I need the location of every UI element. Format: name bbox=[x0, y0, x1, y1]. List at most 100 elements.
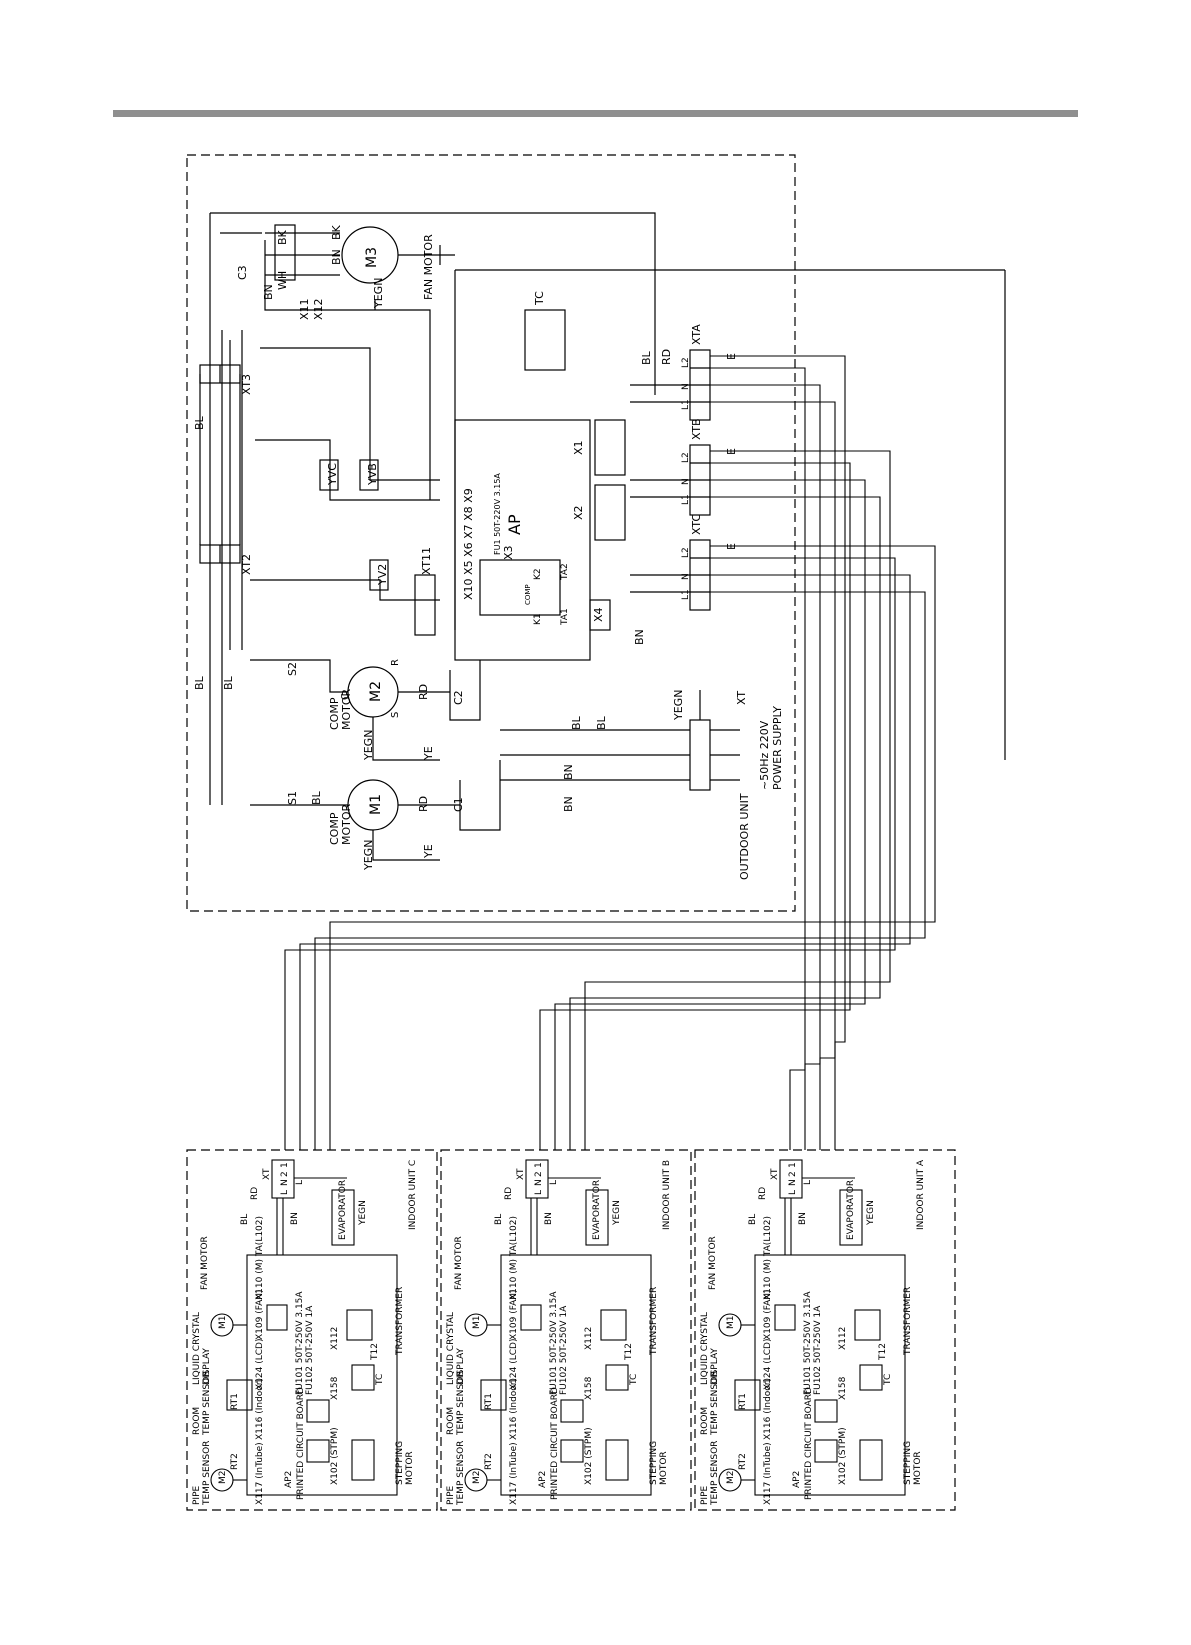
interconnect-wire bbox=[554, 479, 866, 1150]
stepping-label: STEPPING bbox=[903, 1441, 913, 1485]
indoor-terminal-label: 2 bbox=[534, 1171, 544, 1177]
x11-label: X11 bbox=[298, 298, 311, 320]
x2-connector bbox=[594, 484, 626, 541]
lcd-display bbox=[480, 1379, 507, 1411]
outdoor-unit-label: OUTDOOR UNIT bbox=[738, 793, 751, 880]
temp-sensor-label: TEMP SENSOR bbox=[202, 1441, 212, 1506]
transformer bbox=[854, 1309, 881, 1341]
x112-label: X112 bbox=[330, 1327, 340, 1350]
comp-relay-label: COMP bbox=[524, 584, 532, 605]
xt11-label: XT11 bbox=[420, 547, 433, 575]
pcb-board bbox=[246, 1254, 398, 1496]
wire-ye-label: YE bbox=[422, 844, 435, 859]
fan-motor-label: FAN MOTOR bbox=[454, 1236, 464, 1290]
fuse-label: FU1 50T-220V 3.15A bbox=[493, 473, 502, 555]
k1-label: K1 bbox=[533, 613, 543, 625]
lcd-label: LIQUID CRYSTAL bbox=[192, 1312, 202, 1385]
indoor-terminal-label: 2 bbox=[280, 1171, 290, 1177]
x116-connector bbox=[814, 1439, 838, 1463]
wire-bl-label: BL bbox=[748, 1214, 758, 1225]
x110-connector bbox=[266, 1304, 288, 1331]
yv2-valve bbox=[369, 559, 389, 591]
ta1-label: TA1 bbox=[560, 608, 570, 626]
indoor-terminal-label: 1 bbox=[788, 1162, 798, 1168]
wire-bn-label: BN bbox=[798, 1212, 808, 1225]
fuse-label: FU102 50T-250V 1A bbox=[305, 1305, 315, 1395]
pcb-label: PRINTED CIRCUIT BOARD bbox=[296, 1387, 306, 1500]
wire-l-label: L bbox=[295, 1180, 305, 1185]
indoor-terminal-label: N bbox=[788, 1179, 798, 1186]
transformer-label: TRANSFORMER bbox=[395, 1287, 405, 1356]
ap-label: AP bbox=[505, 514, 524, 535]
wire-rd-label: RD bbox=[417, 684, 430, 700]
indoor-unit-label: INDOOR UNIT C bbox=[408, 1160, 418, 1230]
interconnect-wire bbox=[284, 557, 896, 1150]
wire-yegn-label: YEGN bbox=[866, 1200, 876, 1226]
indoor-terminal-label: L bbox=[534, 1190, 544, 1195]
x1-connector bbox=[594, 419, 626, 476]
interconnect-wire bbox=[569, 496, 881, 1150]
indoor-terminal-label: L bbox=[280, 1190, 290, 1195]
x116-label: X116 (Indoor) bbox=[255, 1378, 265, 1440]
indoor-terminal-label: 2 bbox=[788, 1171, 798, 1177]
motor-label-2: MOTOR bbox=[340, 688, 353, 730]
wire-bl-label: BL bbox=[240, 1214, 250, 1225]
motor-label: MOTOR bbox=[913, 1451, 923, 1485]
transformer-label: TRANSFORMER bbox=[903, 1287, 913, 1356]
x3-label: X3 bbox=[502, 545, 515, 560]
ap2-label: AP2 bbox=[284, 1471, 294, 1488]
xtb-pin-l2: L2 bbox=[681, 452, 691, 463]
indoor-terminal-label: N bbox=[534, 1179, 544, 1186]
fuse-label: FU102 50T-250V 1A bbox=[813, 1305, 823, 1395]
x116-connector bbox=[560, 1439, 584, 1463]
wire-bn-label: BN bbox=[562, 764, 575, 780]
interconnect-wire bbox=[299, 574, 911, 1150]
indoor-m1-label: M1 bbox=[472, 1316, 482, 1330]
pcb-board bbox=[754, 1254, 906, 1496]
wire-yegn-label: YEGN bbox=[358, 1200, 368, 1226]
indoor-m2-label: M2 bbox=[472, 1471, 482, 1485]
xta-pin-l1: L1 bbox=[681, 399, 691, 410]
motor-label: MOTOR bbox=[405, 1451, 415, 1485]
interconnect-wire bbox=[584, 450, 891, 1150]
indoor-m2-label: M2 bbox=[218, 1471, 228, 1485]
x117-label: X117 (InTube) bbox=[763, 1442, 773, 1505]
wire-yegn-label: YEGN bbox=[362, 730, 375, 761]
x109-label: X109 (FAN) bbox=[509, 1290, 519, 1340]
fuse-label: FU101 50T-250V 3.15A bbox=[295, 1291, 305, 1395]
indoor-terminal-label: L bbox=[788, 1190, 798, 1195]
wire-bl-label: BL bbox=[310, 790, 323, 805]
interconnect-wire bbox=[539, 462, 851, 1150]
xt2-label: XT2 bbox=[240, 554, 253, 575]
wire-bl-label: BL bbox=[570, 715, 583, 730]
tc-label: TC bbox=[375, 1374, 385, 1386]
earth-xtb: E bbox=[725, 448, 738, 455]
k2-label: K2 bbox=[533, 568, 543, 580]
yvb-valve bbox=[359, 459, 379, 491]
ta2-label: TA2 bbox=[560, 563, 570, 581]
temp-sensor-label: TEMP SENSOR bbox=[710, 1441, 720, 1506]
fan-motor-label: FAN MOTOR bbox=[708, 1236, 718, 1290]
outdoor-unit-border bbox=[186, 154, 796, 912]
fan-motor-label: FAN MOTOR bbox=[200, 1236, 210, 1290]
wire-bn-label: BN bbox=[562, 796, 575, 812]
x102-label: X102 (STPM) bbox=[584, 1427, 594, 1485]
indoor-unit-c-border bbox=[186, 1149, 438, 1511]
x4-label: X4 bbox=[592, 607, 605, 622]
evaporator-box bbox=[585, 1189, 609, 1246]
interconnect-wire bbox=[710, 355, 846, 1150]
pipe-label: PIPE bbox=[192, 1485, 202, 1505]
cap-pin-c: C bbox=[340, 693, 351, 700]
ap-pins-label: X10 X5 X6 X7 X8 X9 bbox=[462, 488, 475, 600]
display-label: DISPLAY bbox=[456, 1348, 466, 1385]
rt1-label: RT1 bbox=[230, 1393, 240, 1410]
xtc-pin-l1: L1 bbox=[681, 589, 691, 600]
tc-transformer bbox=[524, 309, 566, 371]
wire-bl-label: BL bbox=[595, 715, 608, 730]
ap-board bbox=[454, 419, 591, 661]
wire-bl-label: BL bbox=[193, 415, 206, 430]
pcb-label: PRINTED CIRCUIT BOARD bbox=[804, 1387, 814, 1500]
indoor-m2-label: M2 bbox=[726, 1471, 736, 1485]
